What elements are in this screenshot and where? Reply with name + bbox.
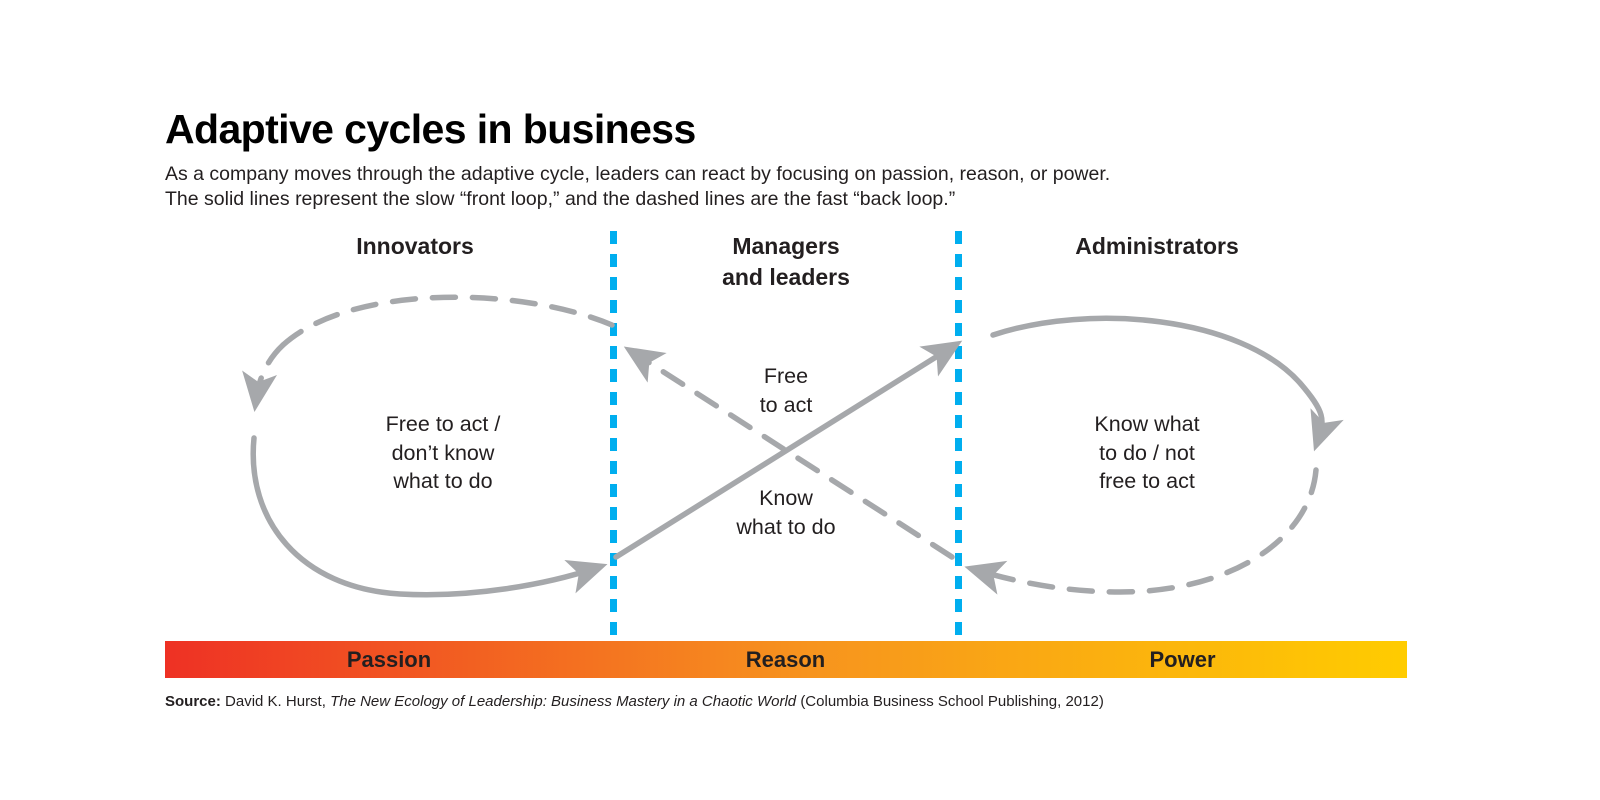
right-loop-label: Know what to do / not free to act (1094, 412, 1200, 493)
spectrum-bar: Passion Reason Power (165, 641, 1407, 678)
spectrum-segment-reason: Reason (745, 646, 826, 672)
crossing-label-free-to-act: Free to act (759, 364, 813, 417)
left-loop-dashed-top-arc (280, 294, 615, 348)
source-note: Source: David K. Hurst, The New Ecology … (165, 693, 1104, 710)
page-subtitle: As a company moves through the adaptive … (165, 163, 1111, 210)
spectrum-segment-power: Power (1149, 646, 1216, 672)
column-header-administrators: Administrators (1075, 233, 1239, 259)
source-author: David K. Hurst, (225, 693, 326, 710)
crossing-label-know-what-to-do: Know what to do (736, 486, 836, 539)
left-loop-label: Free to act / don’t know what to do (385, 412, 501, 493)
source-prefix: Source: (165, 693, 221, 710)
source-work-title: The New Ecology of Leadership: Business … (330, 693, 797, 710)
source-publisher: (Columbia Business School Publishing, 20… (800, 693, 1104, 710)
column-header-innovators: Innovators (356, 233, 474, 259)
page-title: Adaptive cycles in business (165, 106, 696, 152)
left-loop-dashed-top-arrow (242, 342, 286, 412)
column-header-managers-and-leaders: Managers and leaders (722, 233, 850, 290)
divider-line-left (610, 231, 617, 643)
divider-line-right (955, 231, 962, 643)
spectrum-segment-passion: Passion (346, 646, 432, 672)
